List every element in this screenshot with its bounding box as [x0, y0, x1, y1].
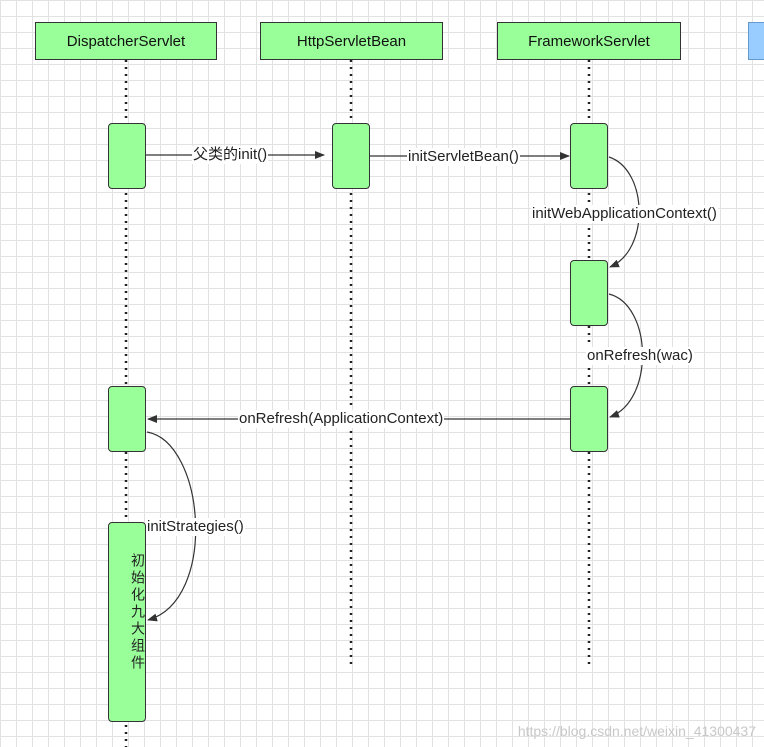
label-on-refresh-wac: onRefresh(wac) — [586, 347, 694, 365]
watermark: https://blog.csdn.net/weixin_41300437 — [517, 723, 756, 739]
lifeline-head-framework: FrameworkServlet — [497, 22, 681, 60]
lifeline-head-dispatcher: DispatcherServlet — [35, 22, 217, 60]
label-init-servlet-bean: initServletBean() — [407, 148, 520, 166]
lifeline-title: FrameworkServlet — [528, 32, 650, 50]
activation-httpbean-1 — [332, 123, 370, 189]
activation-framework-3 — [570, 386, 608, 452]
lifeline-head-partial — [748, 22, 764, 60]
activation-note: 初始化九大组件 — [129, 553, 145, 672]
label-parent-init: 父类的init() — [192, 146, 269, 164]
lifeline-title: DispatcherServlet — [66, 32, 186, 50]
lifeline-head-httpbean: HttpServletBean — [260, 22, 443, 60]
activation-dispatcher-1 — [108, 123, 146, 189]
label-init-strategies: initStrategies() — [146, 518, 245, 536]
activation-dispatcher-3: 初始化九大组件 — [108, 522, 146, 722]
activation-framework-1 — [570, 123, 608, 189]
activation-dispatcher-2 — [108, 386, 146, 452]
label-init-web-app-context: initWebApplicationContext() — [531, 205, 718, 223]
label-on-refresh-app-context: onRefresh(ApplicationContext) — [238, 410, 445, 428]
activation-framework-2 — [570, 260, 608, 326]
lifeline-title: HttpServletBean — [296, 32, 407, 50]
